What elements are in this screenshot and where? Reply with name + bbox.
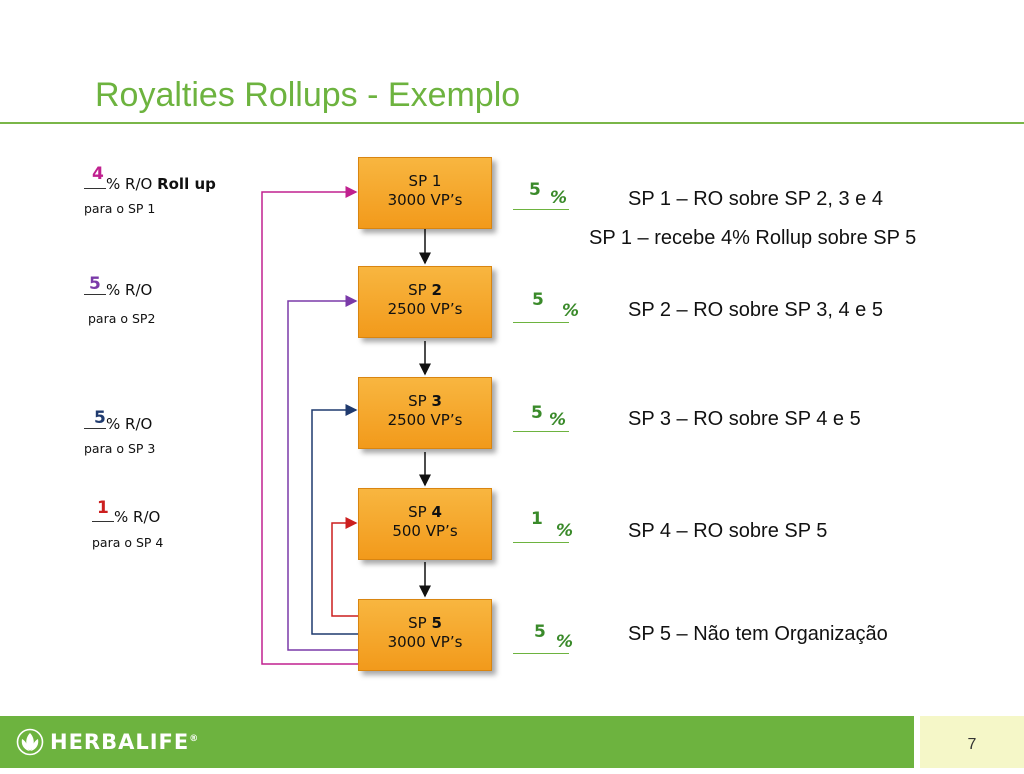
page-number-box (920, 716, 1024, 768)
title-divider (0, 122, 1024, 124)
desc-sp3: SP 3 – RO sobre SP 4 e 5 (628, 408, 861, 430)
pct-symbol-sp1: % (550, 188, 568, 208)
rollup-label-sp2-text: % R/O (106, 281, 153, 299)
sp1-vp: 3000 VP’s (387, 191, 463, 209)
sp5-box: SP 5 3000 VP’s (358, 599, 492, 671)
slide-title: Royalties Rollups - Exemplo (95, 76, 521, 114)
sp1-prefix: SP (408, 172, 432, 190)
rollup-sub-sp3: para o SP 3 (84, 441, 156, 456)
pct-symbol-sp4: % (556, 521, 574, 541)
sp2-vp: 2500 VP’s (387, 300, 463, 318)
sp3-vp: 2500 VP’s (387, 411, 463, 429)
footer-bar (0, 716, 914, 768)
sp5-number: 5 (431, 614, 442, 632)
desc-sp1-ro: SP 1 – RO sobre SP 2, 3 e 4 (628, 188, 883, 210)
rollup-label-sp3-text: % R/O (106, 415, 153, 433)
brand-mark: ® (189, 734, 200, 744)
pct-value-sp2: 5 (532, 290, 544, 310)
rollup-label-sp2: % R/O (84, 281, 152, 299)
leaf-logo-icon (16, 728, 44, 756)
rollup-sub-sp4: para o SP 4 (92, 535, 164, 550)
sp3-box: SP 3 2500 VP’s (358, 377, 492, 449)
loop-sp5-sp1 (261, 186, 358, 665)
rollup-value-sp4: 1 (97, 498, 109, 518)
pct-underline-sp3 (513, 431, 569, 432)
pct-value-sp3: 5 (531, 403, 543, 423)
sp1-number: 1 (431, 172, 442, 190)
loop-sp5-sp2 (287, 295, 358, 651)
desc-sp5: SP 5 – Não tem Organização (628, 623, 888, 645)
rollup-sub-sp1: para o SP 1 (84, 201, 156, 216)
loop-sp5-sp4 (331, 517, 358, 617)
pct-symbol-sp2: % (562, 301, 580, 321)
rollup-label-sp4: % R/O (92, 508, 160, 526)
pct-value-sp4: 1 (531, 509, 543, 529)
sp2-prefix: SP (408, 281, 432, 299)
sp2-number: 2 (431, 281, 442, 299)
sp4-vp: 500 VP’s (392, 522, 458, 540)
sp4-number: 4 (431, 503, 442, 521)
pct-symbol-sp3: % (549, 410, 567, 430)
rollup-label-sp1: % R/O Roll up (84, 175, 216, 193)
rollup-label-sp1-bold: Roll up (157, 175, 216, 193)
herbalife-logo: HERBALIFE® (16, 728, 199, 756)
rollup-value-sp2: 5 (89, 274, 101, 294)
desc-sp1-rollup: SP 1 – recebe 4% Rollup sobre SP 5 (589, 227, 917, 249)
sp5-prefix: SP (408, 614, 432, 632)
pct-underline-sp2 (513, 322, 569, 323)
rollup-label-sp1-text: % R/O (106, 175, 158, 193)
loop-sp5-sp3 (311, 404, 358, 635)
desc-sp4: SP 4 – RO sobre SP 5 (628, 520, 828, 542)
pct-value-sp1: 5 (529, 180, 541, 200)
pct-value-sp5: 5 (534, 622, 546, 642)
sp3-prefix: SP (408, 392, 432, 410)
sp3-number: 3 (431, 392, 442, 410)
desc-sp2: SP 2 – RO sobre SP 3, 4 e 5 (628, 299, 883, 321)
page-number: 7 (967, 736, 977, 753)
sp4-prefix: SP (408, 503, 432, 521)
rollup-label-sp4-text: % R/O (114, 508, 161, 526)
rollup-value-sp1: 4 (92, 164, 104, 184)
sp2-box: SP 2 2500 VP’s (358, 266, 492, 338)
pct-underline-sp1 (513, 209, 569, 210)
rollup-label-sp3: % R/O (84, 415, 152, 433)
pct-underline-sp5 (513, 653, 569, 654)
rollup-sub-sp2: para o SP2 (88, 311, 156, 326)
brand-name: HERBALIFE (50, 730, 190, 754)
sp1-box: SP 1 3000 VP’s (358, 157, 492, 229)
sp4-box: SP 4 500 VP’s (358, 488, 492, 560)
rollup-value-sp3: 5 (94, 408, 106, 428)
sp5-vp: 3000 VP’s (387, 633, 463, 651)
pct-symbol-sp5: % (556, 632, 574, 652)
pct-underline-sp4 (513, 542, 569, 543)
